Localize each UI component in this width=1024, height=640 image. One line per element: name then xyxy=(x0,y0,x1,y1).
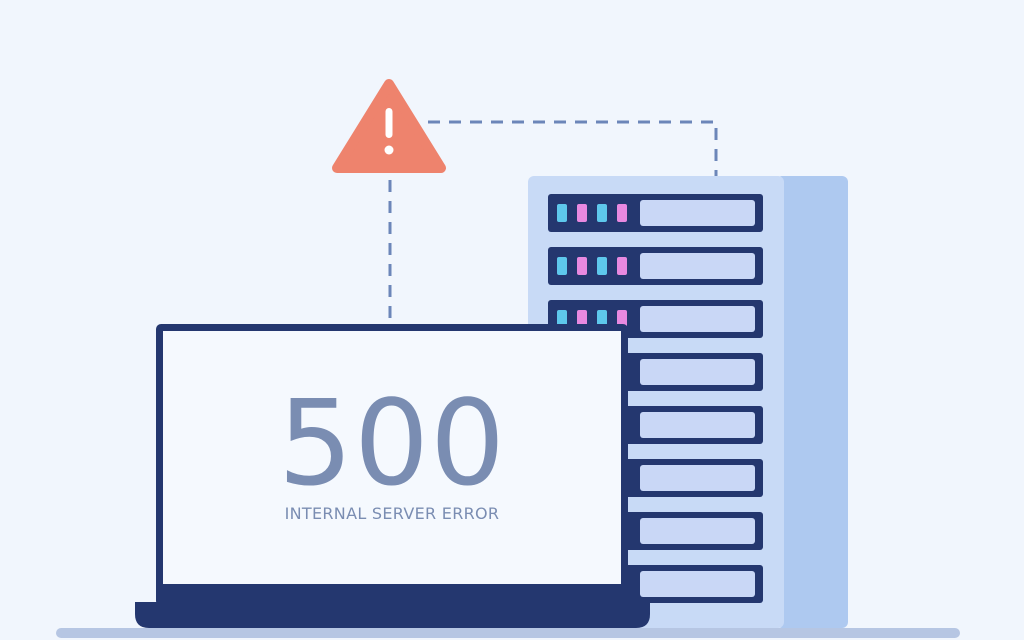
server-drive-slot xyxy=(640,571,755,597)
server-unit xyxy=(548,194,763,232)
error-code: 500 xyxy=(277,374,507,512)
connector-lines xyxy=(388,120,718,318)
server-led-light xyxy=(597,257,607,275)
server-led-light xyxy=(577,204,587,222)
server-led-light xyxy=(557,310,567,328)
server-led-light xyxy=(557,257,567,275)
laptop-icon xyxy=(135,324,650,628)
server-drive-slot xyxy=(640,359,755,385)
laptop-screen xyxy=(163,331,621,584)
server-drive-slot xyxy=(640,200,755,226)
server-drive-slot xyxy=(640,306,755,332)
floor-line xyxy=(56,628,960,638)
server-unit xyxy=(548,247,763,285)
warning-triangle-icon xyxy=(332,79,446,173)
server-drive-slot xyxy=(640,518,755,544)
server-side xyxy=(776,176,848,628)
server-led-light xyxy=(577,310,587,328)
laptop-base xyxy=(135,602,650,628)
error-message: INTERNAL SERVER ERROR xyxy=(284,504,500,523)
server-led-light xyxy=(617,257,627,275)
server-drive-slot xyxy=(640,465,755,491)
server-led-light xyxy=(597,310,607,328)
server-drive-slot xyxy=(640,412,755,438)
server-led-light xyxy=(597,204,607,222)
server-led-light xyxy=(617,204,627,222)
server-led-light xyxy=(617,310,627,328)
server-led-light xyxy=(557,204,567,222)
server-led-light xyxy=(577,257,587,275)
server-drive-slot xyxy=(640,253,755,279)
